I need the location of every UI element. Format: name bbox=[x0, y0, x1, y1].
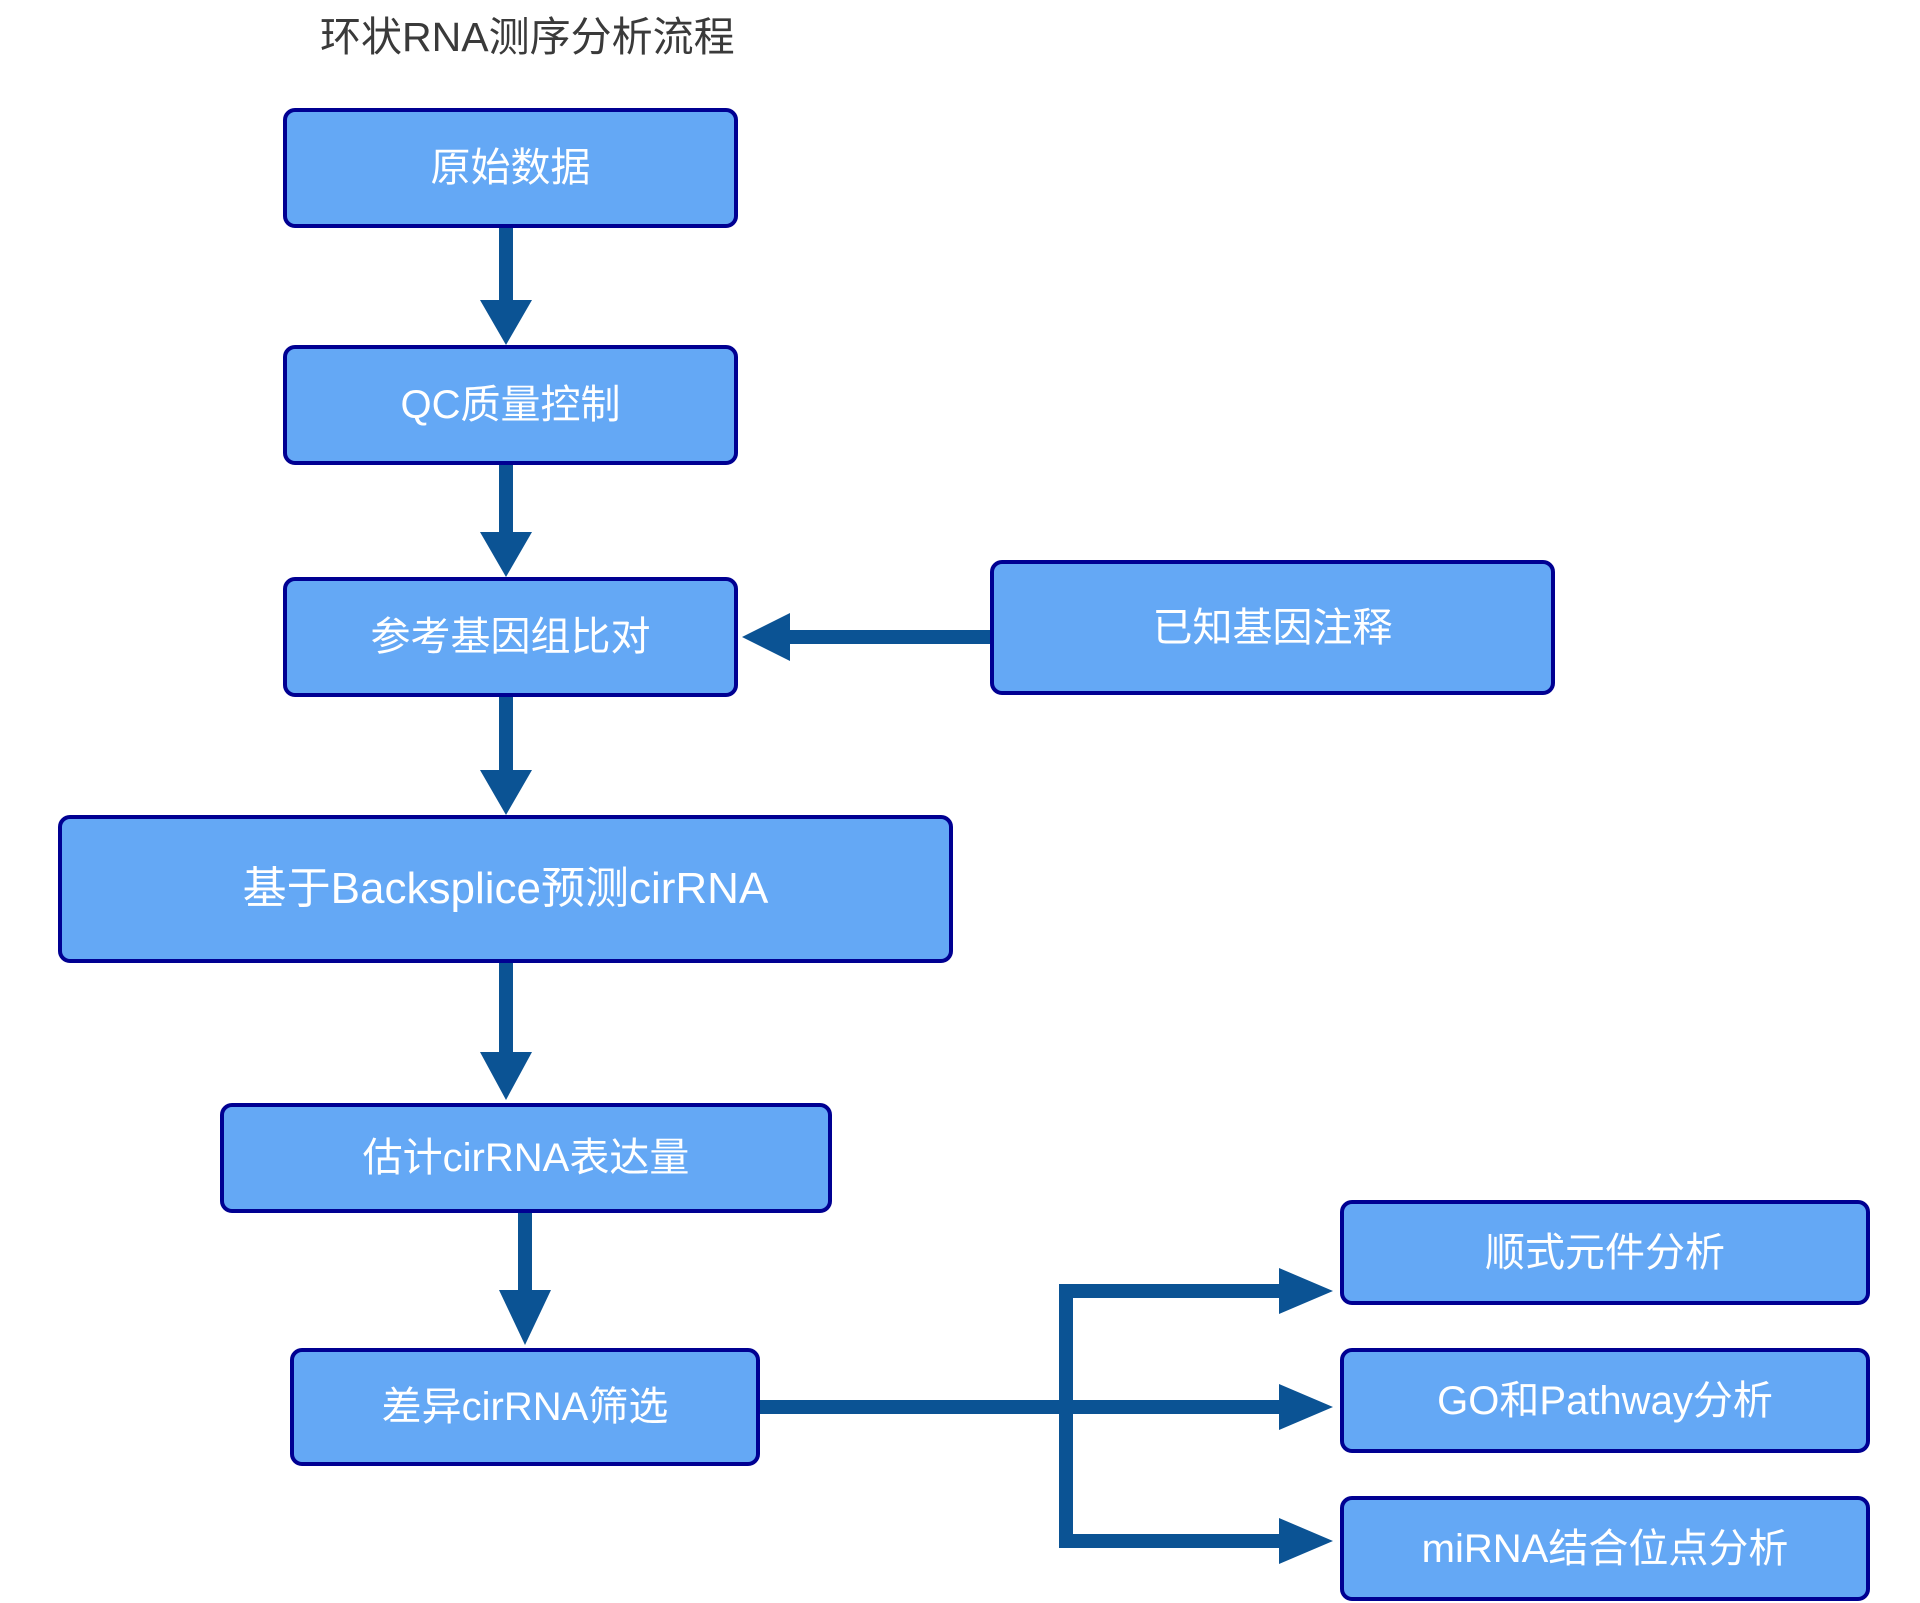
arrow-raw-data-to-qc bbox=[480, 228, 532, 345]
node-qc[interactable]: QC质量控制 bbox=[283, 345, 738, 465]
node-go-pathway-analysis[interactable]: GO和Pathway分析 bbox=[1340, 1348, 1870, 1453]
arrow-qc-to-align bbox=[480, 465, 532, 577]
node-known-gene-annotation[interactable]: 已知基因注释 bbox=[990, 560, 1555, 695]
arrow-backsplice-to-quantify bbox=[480, 963, 532, 1100]
arrow-known-annot-to-align bbox=[742, 613, 990, 661]
node-cis-element-analysis[interactable]: 顺式元件分析 bbox=[1340, 1200, 1870, 1305]
node-reference-genome-alignment[interactable]: 参考基因组比对 bbox=[283, 577, 738, 697]
node-estimate-expression[interactable]: 估计cirRNA表达量 bbox=[220, 1103, 832, 1213]
page-title: 环状RNA测序分析流程 bbox=[320, 14, 735, 60]
arrow-diff-screen-branch-trunk bbox=[760, 1284, 1073, 1548]
arrow-quantify-to-diff-screen bbox=[499, 1213, 551, 1345]
arrow-diff-screen-to-cis-element bbox=[1059, 1268, 1333, 1314]
node-differential-screening[interactable]: 差异cirRNA筛选 bbox=[290, 1348, 760, 1466]
arrow-diff-screen-to-mirna-site bbox=[1059, 1518, 1333, 1564]
arrow-diff-screen-to-go-pathway bbox=[1040, 1384, 1333, 1430]
node-raw-data[interactable]: 原始数据 bbox=[283, 108, 738, 228]
arrow-align-to-backsplice bbox=[480, 697, 532, 815]
node-mirna-binding-site-analysis[interactable]: miRNA结合位点分析 bbox=[1340, 1496, 1870, 1601]
node-backsplice-prediction[interactable]: 基于Backsplice预测cirRNA bbox=[58, 815, 953, 963]
